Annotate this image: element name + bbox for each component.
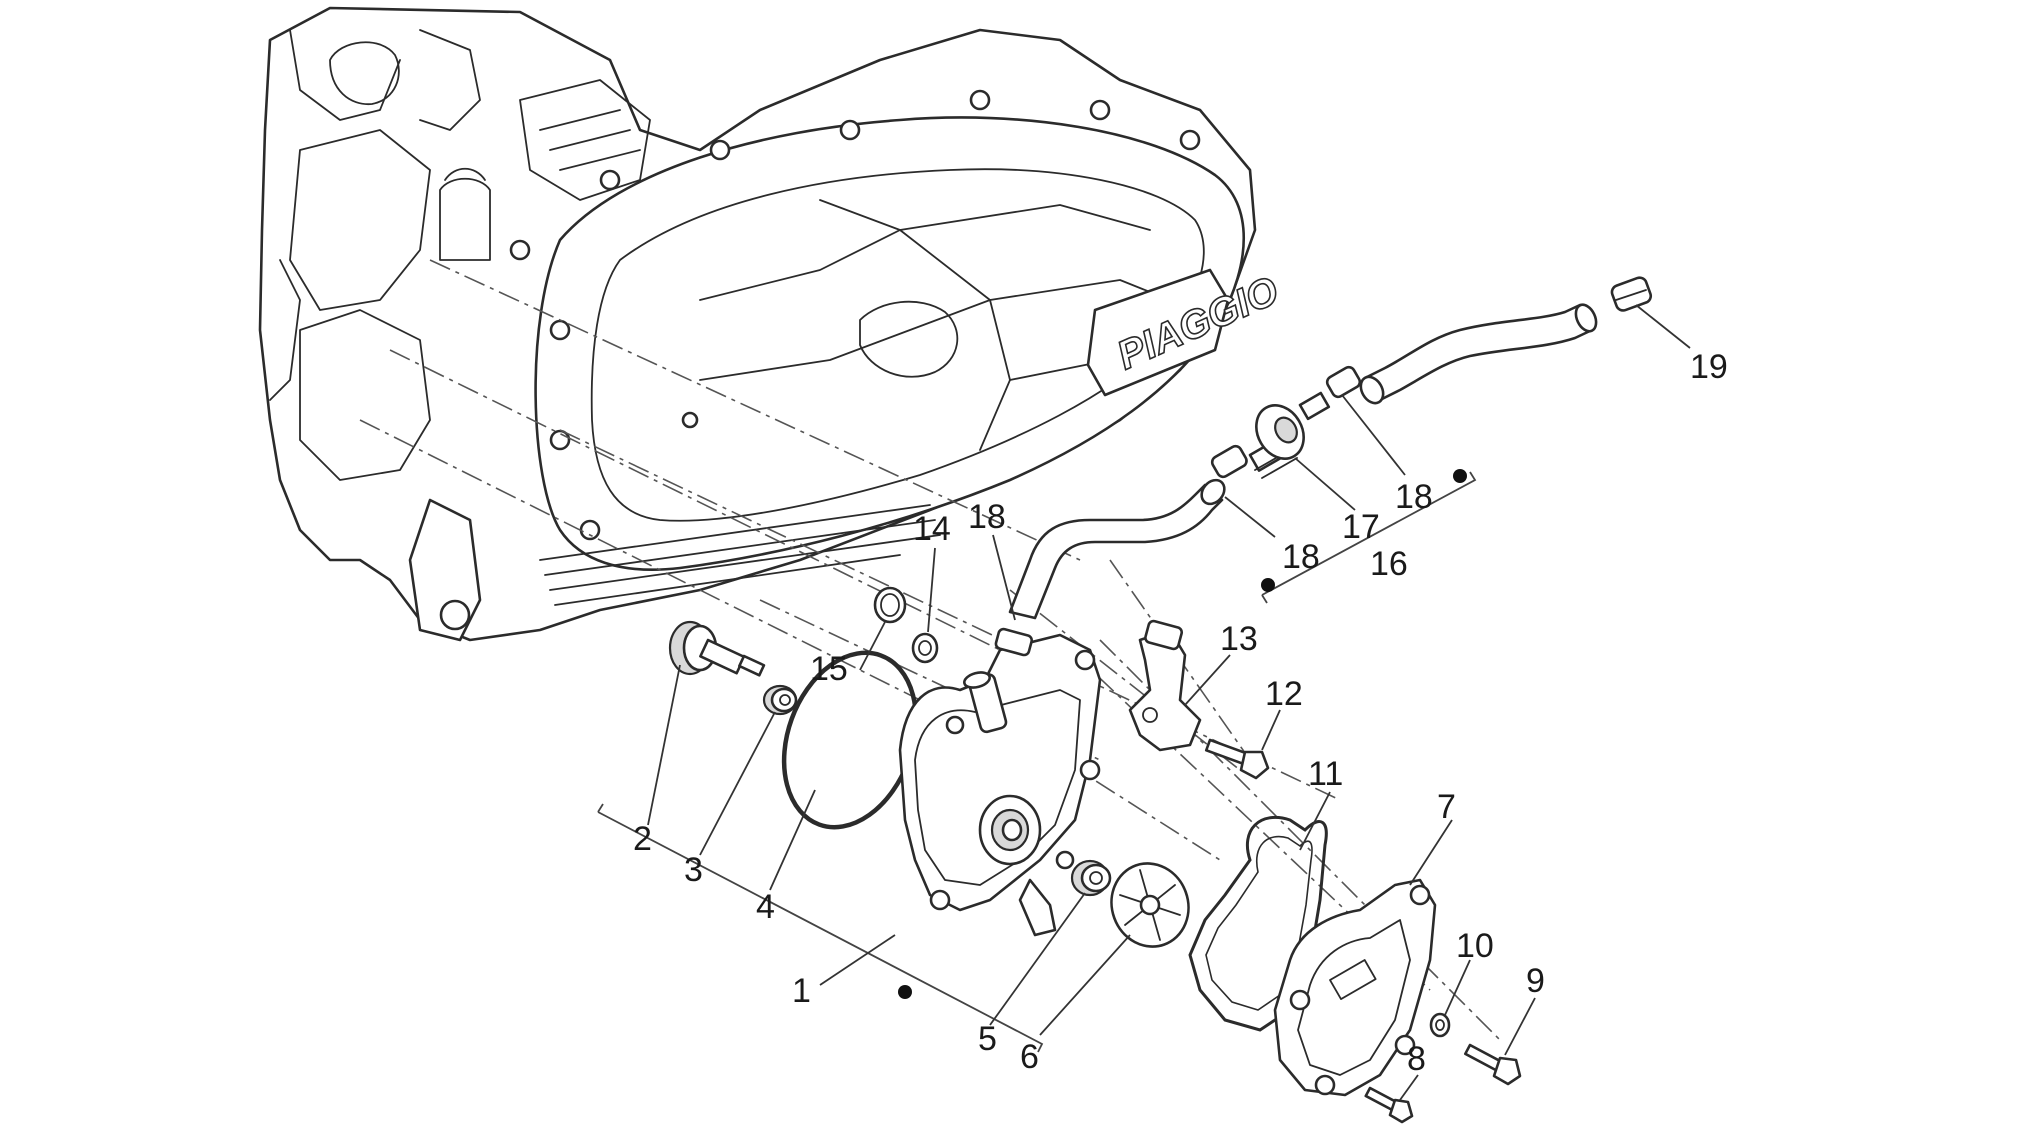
part-15-o-ring xyxy=(873,586,907,624)
part-10-washer xyxy=(1429,1012,1451,1038)
part-7-pump-cover xyxy=(1273,878,1437,1097)
part-18-clamp-lower xyxy=(1210,444,1248,479)
callout-labels: 2 3 4 1 5 6 7 8 9 10 11 12 13 14 15 16 1… xyxy=(633,348,1728,1078)
group-bracket-1 xyxy=(597,803,1044,1053)
part-18-clamp-pump xyxy=(994,627,1034,657)
callout-8: 8 xyxy=(1407,1040,1426,1078)
leader-lines xyxy=(647,304,1691,1101)
part-6-impeller xyxy=(1110,862,1190,948)
callout-17: 17 xyxy=(1342,508,1380,546)
marker-dot-2 xyxy=(1261,578,1275,592)
callout-19: 19 xyxy=(1690,348,1728,386)
callout-14: 14 xyxy=(913,510,951,548)
callout-4: 4 xyxy=(756,888,775,926)
part-3-seal-ring xyxy=(762,684,798,716)
marker-dot-3 xyxy=(1453,469,1467,483)
part-hose-upper xyxy=(1359,303,1598,405)
callout-18-lower: 18 xyxy=(1282,538,1320,576)
callout-12: 12 xyxy=(1265,675,1303,713)
callout-5: 5 xyxy=(978,1020,997,1058)
part-19-clamp xyxy=(1610,276,1653,312)
callout-7: 7 xyxy=(1437,788,1456,826)
callout-2: 2 xyxy=(633,820,652,858)
group-bracket-16 xyxy=(1261,471,1477,604)
callout-15: 15 xyxy=(810,650,848,688)
part-13-bracket xyxy=(1128,619,1202,752)
part-8-screw xyxy=(1364,1086,1414,1124)
callout-9: 9 xyxy=(1526,962,1545,1000)
callout-13: 13 xyxy=(1220,620,1258,658)
part-11-cover-gasket xyxy=(1188,815,1328,1032)
callout-16: 16 xyxy=(1370,545,1408,583)
callout-18-pump: 18 xyxy=(968,498,1006,536)
part-hose-lower xyxy=(1008,478,1226,620)
callout-11: 11 xyxy=(1308,755,1343,793)
part-17-valve xyxy=(1248,391,1331,479)
callout-6: 6 xyxy=(1020,1038,1039,1076)
part-5-bearing xyxy=(1070,859,1112,897)
part-18-clamp-upper xyxy=(1325,365,1362,399)
callout-18-upper: 18 xyxy=(1395,478,1433,516)
part-14-washer xyxy=(911,632,939,664)
part-2-bearing-shaft xyxy=(668,620,766,677)
part-12-bolt xyxy=(1204,738,1270,780)
marker-dot-1 xyxy=(898,985,912,999)
callout-1: 1 xyxy=(792,972,811,1010)
callout-3: 3 xyxy=(684,851,703,889)
engine-assembly: PIAGGIO xyxy=(258,6,1286,642)
callout-10: 10 xyxy=(1456,927,1494,965)
pump-body xyxy=(898,633,1102,937)
part-9-bolt xyxy=(1464,1043,1522,1086)
